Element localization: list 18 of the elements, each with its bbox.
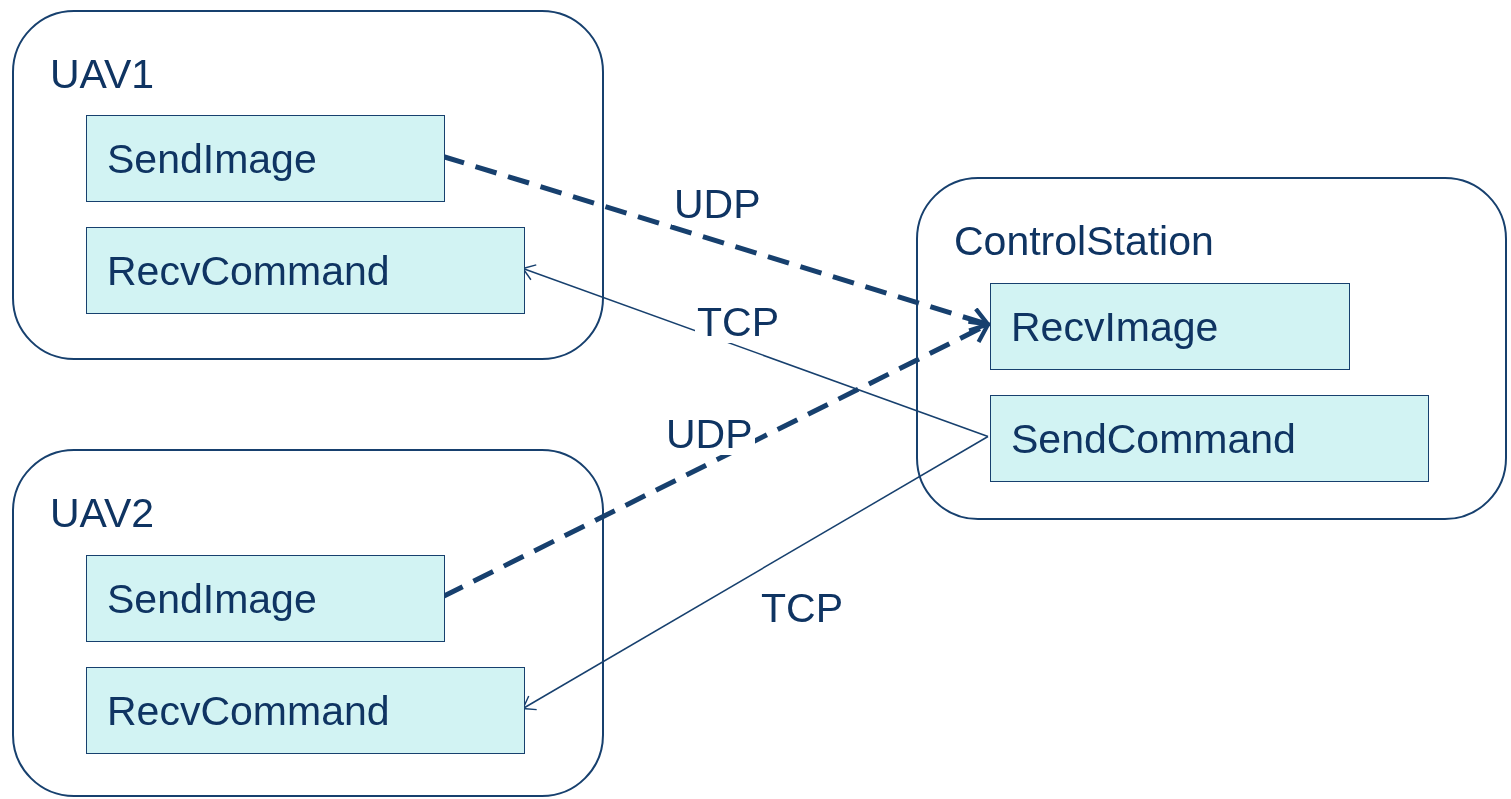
- process-box: [86, 227, 525, 314]
- process-label: SendCommand: [1011, 419, 1296, 460]
- process-label: RecvCommand: [107, 251, 390, 292]
- process-box: [86, 555, 445, 642]
- process-box: [86, 115, 445, 202]
- container-box: [12, 449, 604, 797]
- container-title: ControlStation: [954, 221, 1214, 262]
- process-label: RecvImage: [1011, 307, 1219, 348]
- process-box: [86, 667, 525, 754]
- process-label: SendImage: [107, 139, 317, 180]
- container-box: [916, 177, 1507, 520]
- process-box: [990, 395, 1429, 482]
- container-box: [12, 10, 604, 360]
- process-label: RecvCommand: [107, 691, 390, 732]
- process-label: SendImage: [107, 579, 317, 620]
- container-title: UAV2: [50, 493, 155, 534]
- process-box: [990, 283, 1350, 370]
- container-title: UAV1: [50, 54, 155, 95]
